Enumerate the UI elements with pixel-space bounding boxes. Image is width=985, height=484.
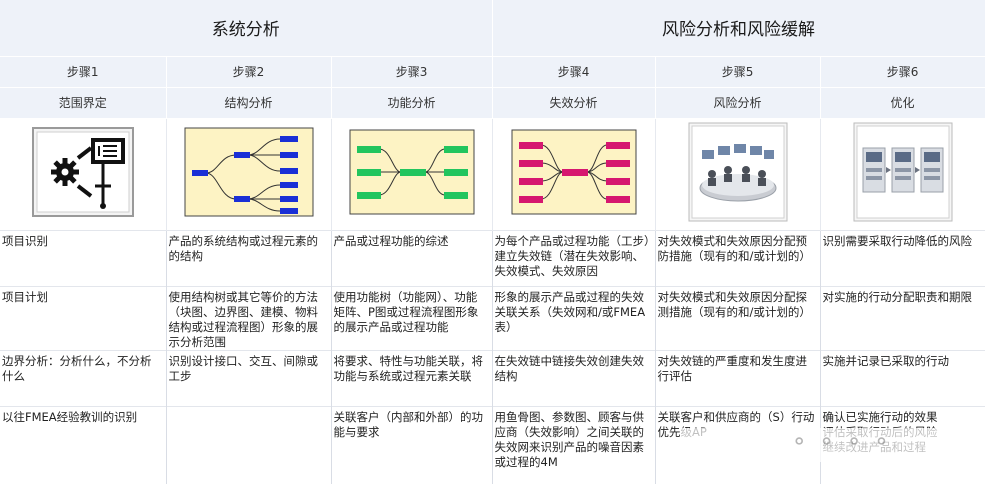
- watermark-overlay: ⚬ ⚬ ⚬ ⚬: [680, 428, 980, 462]
- step-name-row: 范围界定 结构分析 功能分析 失效分析 风险分析 优化: [0, 87, 985, 119]
- table-row: 边界分析：分析什么，不分析什么 识别设计接口、交互、间隙或工步 将要求、特性与功…: [0, 349, 985, 406]
- table-cell: 在失效链中链接失效创建失效结构: [492, 349, 656, 406]
- phase-header-row: 系统分析 风险分析和风险缓解: [0, 0, 985, 57]
- scope-gear-icon: [31, 126, 135, 222]
- table-cell: 为每个产品或过程功能（工步）建立失效链（潜在失效影响、失效模式、失效原因: [492, 229, 656, 286]
- function-network-icon: [349, 129, 475, 219]
- table-cell: 对失效链的严重度和发生度进行评估: [655, 349, 821, 406]
- table-cell: 使用结构树或其它等价的方法（块图、边界图、建模、物料结构或过程流程图）形象的展示…: [166, 285, 332, 350]
- step-icon-row: [0, 118, 985, 230]
- step-name: 优化: [820, 87, 985, 119]
- table-cell: 识别需要采取行动降低的风险: [820, 229, 985, 286]
- table-cell: 产品的系统结构或过程元素的的结构: [166, 229, 332, 286]
- table-cell: 产品或过程功能的综述: [331, 229, 493, 286]
- step-name: 范围界定: [0, 87, 167, 119]
- step-number: 步骤4: [492, 56, 656, 88]
- table-cell: 项目识别: [0, 229, 167, 286]
- table-cell: 项目计划: [0, 285, 167, 350]
- table-cell: 实施并记录已采取的行动: [820, 349, 985, 406]
- table-cell: [166, 405, 332, 484]
- step-number: 步骤6: [820, 56, 985, 88]
- step-number-row: 步骤1 步骤2 步骤3 步骤4 步骤5 步骤6: [0, 56, 985, 88]
- phase-system-analysis: 系统分析: [0, 0, 493, 57]
- step-number: 步骤3: [331, 56, 493, 88]
- step-number: 步骤5: [655, 56, 821, 88]
- step-icon-cell: [0, 118, 167, 230]
- risk-team-icon: [688, 122, 788, 226]
- phase-risk-analysis: 风险分析和风险缓解: [492, 0, 985, 57]
- table-cell: 对实施的行动分配职责和期限: [820, 285, 985, 350]
- failure-network-icon: [511, 129, 637, 219]
- step-name: 风险分析: [655, 87, 821, 119]
- table-cell: 形象的展示产品或过程的失效关联关系（失效网和/或FMEA表）: [492, 285, 656, 350]
- structure-tree-icon: [184, 127, 314, 221]
- step-icon-cell: [820, 118, 985, 230]
- table-cell: 以往FMEA经验教训的识别: [0, 405, 167, 484]
- step-icon-cell: [331, 118, 493, 230]
- table-cell: 关联客户（内部和外部）的功能与要求: [331, 405, 493, 484]
- table-cell: 使用功能树（功能网）、功能矩阵、P图或过程流程图形象的展示产品或过程功能: [331, 285, 493, 350]
- table-cell: 边界分析：分析什么，不分析什么: [0, 349, 167, 406]
- table-row: 项目识别 产品的系统结构或过程元素的的结构 产品或过程功能的综述 为每个产品或过…: [0, 229, 985, 286]
- table-cell: 识别设计接口、交互、间隙或工步: [166, 349, 332, 406]
- table-row: 项目计划 使用结构树或其它等价的方法（块图、边界图、建模、物料结构或过程流程图）…: [0, 285, 985, 350]
- step-icon-cell: [492, 118, 656, 230]
- step-number: 步骤1: [0, 56, 167, 88]
- step-icon-cell: [655, 118, 821, 230]
- step-name: 失效分析: [492, 87, 656, 119]
- table-cell: 对失效模式和失效原因分配预防措施（现有的和/或计划的）: [655, 229, 821, 286]
- step-number: 步骤2: [166, 56, 332, 88]
- table-cell: 将要求、特性与功能关联，将功能与系统或过程元素关联: [331, 349, 493, 406]
- table-cell: 对失效模式和失效原因分配探测措施（现有的和/或计划的）: [655, 285, 821, 350]
- table-cell: 用鱼骨图、参数图、顾客与供应商（失效影响）之间关联的失效网来识别产品的噪音因素或…: [492, 405, 656, 484]
- optimization-process-icon: [853, 122, 953, 226]
- watermark-mark: ⚬ ⚬ ⚬ ⚬: [790, 430, 892, 455]
- step-icon-cell: [166, 118, 332, 230]
- step-name: 功能分析: [331, 87, 493, 119]
- step-name: 结构分析: [166, 87, 332, 119]
